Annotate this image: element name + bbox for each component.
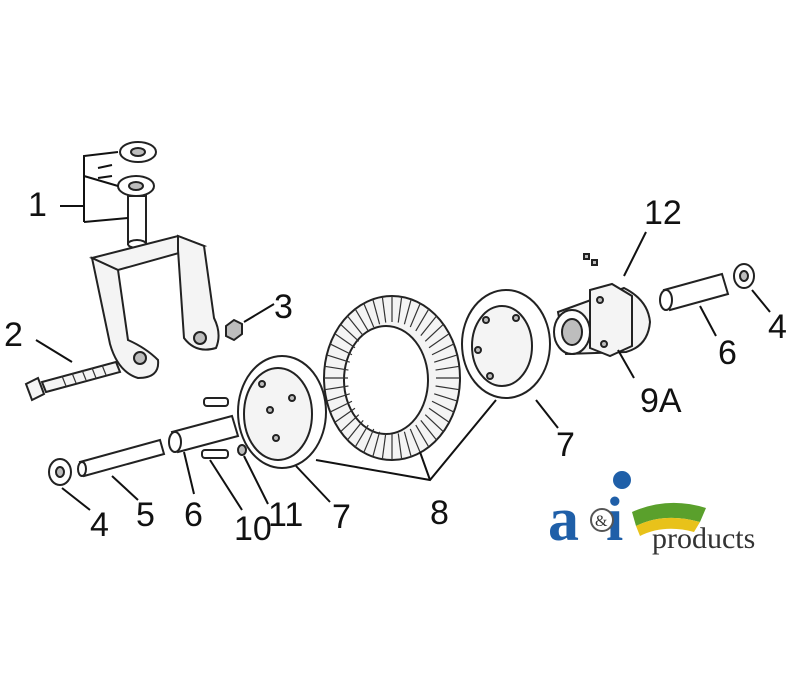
ring-tooth [397, 296, 403, 323]
part-hub [553, 253, 652, 358]
ring-tooth [424, 323, 444, 342]
ring-tooth [334, 407, 356, 423]
callout-12: 12 [644, 194, 682, 232]
ring-tooth [434, 354, 458, 363]
callout-9a: 9A [640, 382, 682, 420]
ring-tooth [428, 407, 450, 423]
ring-tooth [363, 303, 375, 328]
callout-5: 5 [136, 496, 155, 534]
logo-field-icon [632, 502, 706, 526]
part-yoke-spindle [89, 141, 220, 380]
logo-ampersand: & [595, 513, 608, 530]
ring-tooth [381, 296, 387, 323]
callout-8: 8 [430, 494, 449, 532]
part-washer-right [733, 263, 755, 289]
ring-tooth [372, 299, 381, 325]
ring-tooth [424, 414, 444, 433]
callout-10: 10 [234, 510, 272, 548]
part-pin [77, 438, 166, 478]
ring-tooth [363, 428, 375, 453]
ring-tooth [340, 414, 360, 433]
ring-tooth [354, 308, 369, 332]
callout-4-right: 4 [768, 308, 787, 346]
logo-gear-icon [590, 508, 614, 532]
part-bolt [24, 360, 122, 402]
ring-tooth [347, 419, 364, 441]
ring-tooth [403, 299, 412, 325]
ring-tooth [347, 315, 364, 337]
ring-tooth [428, 333, 450, 349]
ring-tooth [324, 385, 349, 391]
ring-tooth [326, 354, 350, 363]
ring-tooth [329, 400, 353, 413]
ring-tooth [340, 323, 360, 342]
ai-products-logo: a i & products [548, 471, 755, 555]
ring-tooth [329, 343, 353, 356]
ring-tooth [420, 419, 437, 441]
ring-tooth [334, 333, 356, 349]
ring-tooth [431, 400, 455, 413]
ring-tooth [381, 433, 387, 460]
ring-tooth [434, 393, 458, 402]
logo-products-text: products [652, 522, 755, 555]
callout-2: 2 [4, 316, 23, 354]
ring-tooth [415, 424, 430, 448]
part-bushing-right [659, 272, 730, 312]
callout-7-left: 7 [332, 498, 351, 536]
ring-tooth [409, 428, 421, 453]
part-nut [225, 318, 243, 342]
logo-field-stripe-icon [636, 517, 700, 536]
part-washer-left [48, 458, 72, 486]
callout-4-left: 4 [90, 506, 109, 544]
callout-11: 11 [268, 496, 303, 534]
logo-brand-i: i [606, 486, 623, 554]
leader-lines [35, 151, 771, 511]
ring-tooth [409, 303, 421, 328]
ring-tooth [326, 393, 350, 402]
part-drum-right [461, 289, 551, 399]
callout-7-right: 7 [556, 426, 575, 464]
part-bushing-left [168, 414, 240, 454]
callout-labels: 1 2 3 4 4 5 6 6 7 7 8 9A 10 11 12 [4, 186, 787, 548]
ring-tooth [420, 315, 437, 337]
ring-tooth [354, 424, 369, 448]
ring-tooth [324, 365, 349, 371]
part-toothed-ring [323, 295, 461, 461]
callout-6-left: 6 [184, 496, 203, 534]
logo-dot-icon [613, 471, 631, 489]
ring-tooth [435, 385, 460, 391]
ring-tooth [415, 308, 430, 332]
ring-tooth [435, 365, 460, 371]
ring-tooth [372, 431, 381, 457]
part-spring-balls [201, 397, 247, 459]
ring-tooth [403, 431, 412, 457]
callout-3: 3 [274, 288, 293, 326]
callout-1: 1 [28, 186, 47, 224]
ring-tooth [431, 343, 455, 356]
ring-tooth [397, 433, 403, 460]
callout-6-right: 6 [718, 334, 737, 372]
part-drum-left [237, 355, 327, 469]
logo-brand-a: a [548, 486, 579, 554]
